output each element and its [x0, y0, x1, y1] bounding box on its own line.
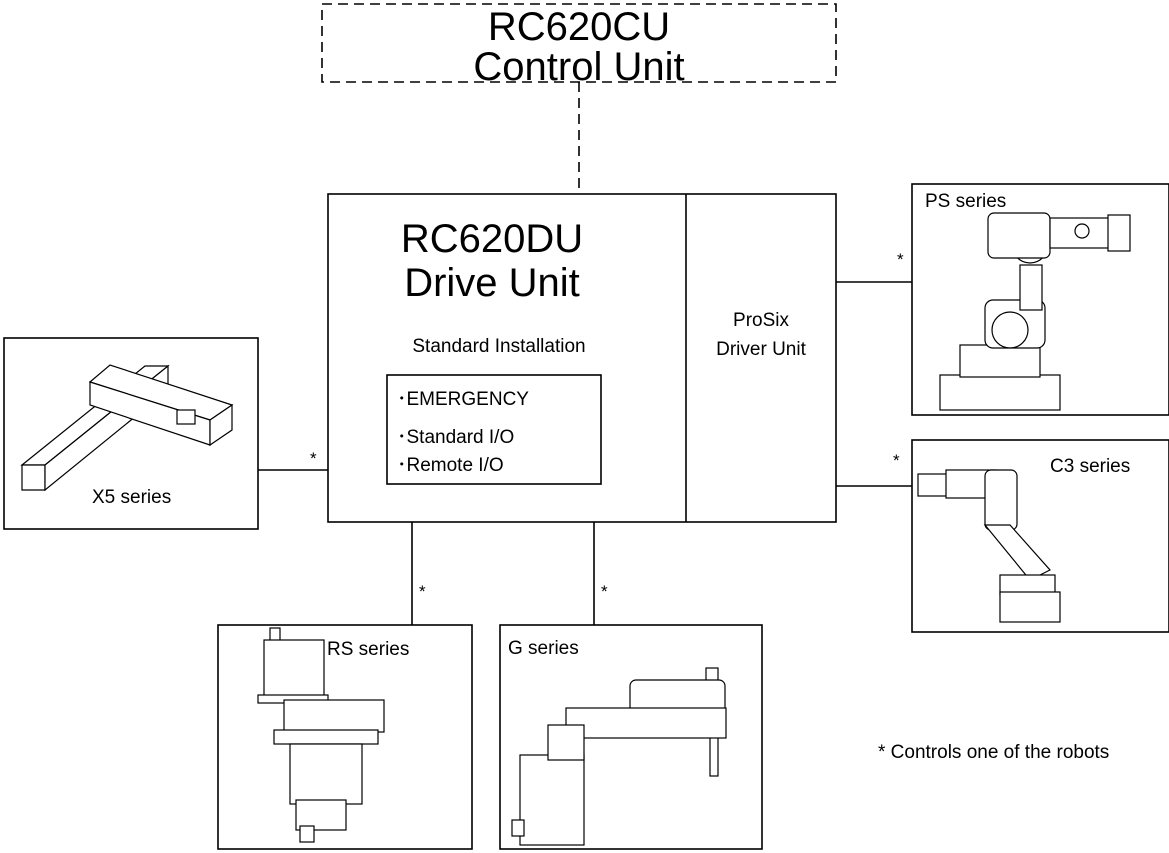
g-robot-illustration	[511, 667, 727, 846]
control-unit-model: RC620CU	[488, 5, 670, 49]
rs-robot-illustration	[257, 627, 385, 843]
c3-series-panel: C3 series	[911, 439, 1169, 633]
drive-unit-box	[327, 193, 837, 523]
c3-connection-mark: *	[893, 451, 900, 470]
g-series-box	[499, 624, 763, 850]
rs-series-label: RS series	[327, 639, 409, 660]
x5-series-label: X5 series	[92, 487, 171, 508]
control-unit-name: Control Unit	[473, 45, 684, 89]
feature-emergency: ･EMERGENCY	[397, 389, 529, 410]
driver-unit-line2: Driver Unit	[716, 339, 806, 360]
rs-series-box	[217, 624, 473, 850]
ps-series-box	[911, 183, 1169, 416]
connections	[258, 281, 912, 625]
ps-series-label: PS series	[925, 191, 1006, 212]
x5-series-box	[3, 337, 259, 530]
feature-remote-io: ･Remote I/O	[397, 455, 504, 476]
drive-unit-model: RC620DU	[401, 217, 583, 261]
g-series-panel: G series	[499, 624, 763, 850]
ps-connection-mark: *	[897, 250, 904, 269]
rs-connection-mark: *	[419, 582, 426, 601]
c3-series-box	[911, 439, 1169, 633]
g-series-label: G series	[508, 638, 579, 659]
x5-connection-mark: *	[310, 449, 317, 468]
drive-unit: RC620DU Drive Unit Standard Installation…	[327, 193, 837, 523]
feature-standard-io: ･Standard I/O	[397, 427, 514, 448]
drive-unit-subtitle: Standard Installation	[412, 336, 585, 357]
drive-unit-name: Drive Unit	[404, 261, 580, 305]
rs-series-panel: RS series	[217, 624, 473, 850]
x5-robot-illustration	[20, 364, 234, 492]
c3-robot-illustration	[917, 469, 1061, 623]
driver-unit-line1: ProSix	[733, 310, 789, 331]
c3-series-label: C3 series	[1050, 456, 1130, 477]
ps-robot-illustration	[939, 212, 1131, 411]
ps-series-panel: PS series	[911, 183, 1169, 416]
g-connection-mark: *	[601, 582, 608, 601]
features-box	[386, 374, 602, 485]
footnote: * Controls one of the robots	[878, 742, 1109, 763]
x5-series-panel: X5 series	[3, 337, 259, 530]
control-unit: RC620CU Control Unit	[321, 3, 837, 89]
